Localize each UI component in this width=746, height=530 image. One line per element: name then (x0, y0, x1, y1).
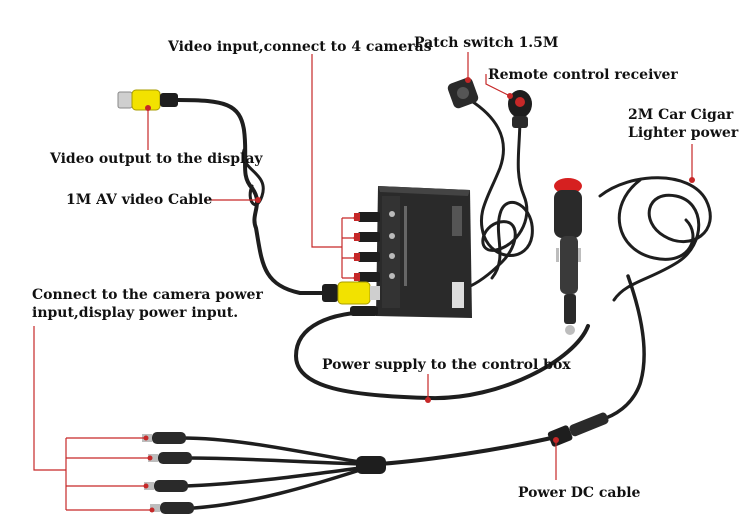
label-car-cigar: 2M Car Cigar Lighter power (628, 107, 739, 141)
cigar-lighter-plug (554, 178, 582, 335)
remote-receiver (508, 90, 532, 128)
label-power-dc: Power DC cable (518, 485, 641, 501)
cables (176, 98, 712, 510)
splitter-branch-4 (192, 468, 362, 510)
box-power-plug (350, 306, 378, 316)
cigar-cable-coil (598, 176, 712, 302)
control-box (376, 186, 472, 318)
label-video-output: Video output to the display (50, 151, 263, 167)
label-patch-switch: Patch switch 1.5M (414, 35, 559, 51)
patch-switch (447, 77, 479, 109)
splitter-branch-1 (180, 436, 362, 464)
splitter-junction (356, 456, 386, 474)
rca-output-plug (117, 89, 178, 111)
cigar-to-dc-cable (598, 274, 646, 422)
rca-box-plug (322, 281, 380, 305)
splitter-branch-3 (184, 466, 362, 488)
callout-lines (33, 52, 693, 511)
label-camera-power: Connect to the camera power input,displa… (32, 287, 263, 321)
cigar-cable-coil-2 (617, 178, 695, 261)
label-av-cable: 1M AV video Cable (66, 192, 213, 208)
patch-switch-cable (468, 98, 534, 280)
label-power-supply: Power supply to the control box (322, 357, 571, 373)
power-supply-cable (294, 310, 590, 401)
callout-dots (143, 77, 695, 513)
label-remote-receiver: Remote control receiver (488, 67, 678, 83)
label-video-input: Video input,connect to 4 cameras (168, 39, 432, 55)
callout-remote-receiver (485, 74, 511, 97)
dc-cable (378, 434, 562, 466)
remote-receiver-cable (464, 114, 529, 290)
av-cable-coil (241, 148, 265, 206)
callout-camera-power (33, 326, 152, 511)
splitter-branch-2 (186, 456, 362, 466)
callout-video-input (311, 54, 356, 279)
splitter-plugs (142, 432, 194, 514)
camera-input-plugs (354, 212, 380, 282)
